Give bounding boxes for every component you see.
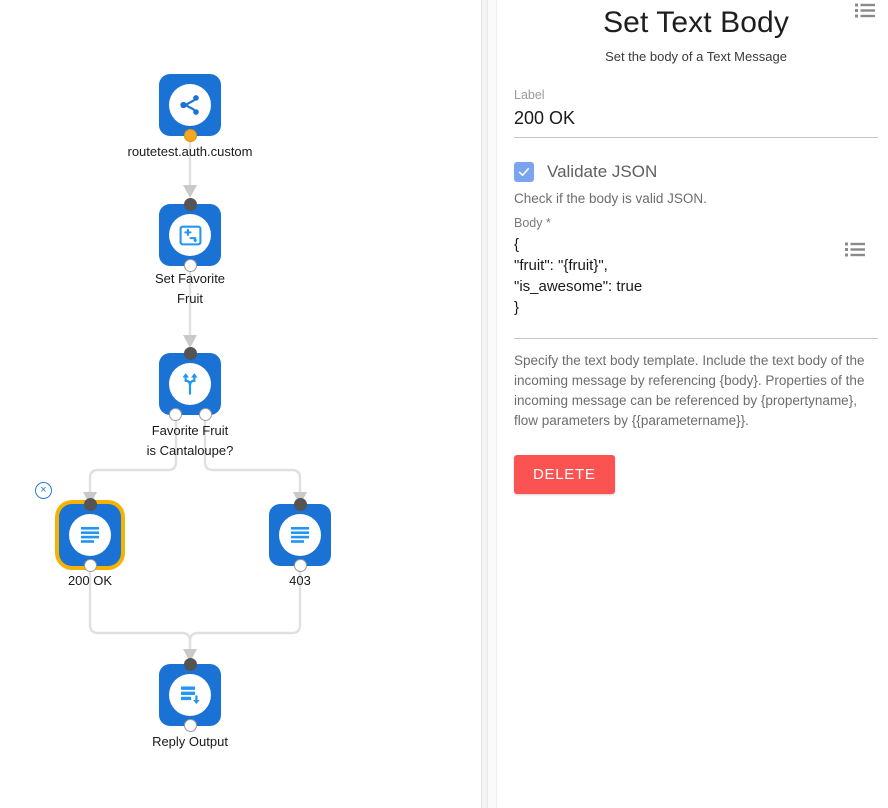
node-output-port[interactable] <box>294 559 307 572</box>
node-body[interactable] <box>59 504 121 566</box>
node-input-port[interactable] <box>294 498 307 511</box>
node-body[interactable] <box>159 664 221 726</box>
node-body[interactable] <box>159 74 221 136</box>
flow-canvas[interactable]: routetest.auth.custom Set Favorite Fruit <box>0 0 481 808</box>
delete-button[interactable]: DELETE <box>514 455 615 494</box>
body-list-icon[interactable] <box>845 242 865 257</box>
body-field-underline <box>514 338 878 339</box>
node-icon-disc <box>169 84 211 126</box>
node-output-port[interactable] <box>184 259 197 272</box>
node-icon-disc <box>69 514 111 556</box>
list-menu-icon <box>845 242 865 257</box>
validate-json-checkbox[interactable] <box>514 162 534 182</box>
node-output-port[interactable] <box>184 719 197 732</box>
node-icon-disc <box>169 674 211 716</box>
validate-json-label: Validate JSON <box>547 162 658 181</box>
node-output-port[interactable] <box>184 129 197 142</box>
page-subtitle: Set the body of a Text Message <box>605 49 787 64</box>
validate-json-row[interactable]: Validate JSON <box>514 3 878 182</box>
node-icon-disc <box>169 214 211 256</box>
node-body[interactable] <box>159 204 221 266</box>
share-nodes-icon <box>180 95 199 115</box>
label-field-underline <box>514 137 878 138</box>
node-favorite-fruit-branch[interactable] <box>159 347 221 421</box>
node-input-port[interactable] <box>184 198 197 211</box>
reply-output-icon <box>181 686 200 704</box>
branch-icon <box>182 373 198 395</box>
body-field-caption: Body * <box>514 216 551 230</box>
label-input[interactable]: 200 OK <box>514 108 576 128</box>
text-body-icon <box>291 527 309 543</box>
properties-panel: Set Text Body Set the body of a Text Mes… <box>498 0 888 808</box>
text-body-icon <box>81 527 99 543</box>
node-200-ok[interactable] <box>59 498 121 572</box>
node-icon-disc <box>169 363 211 405</box>
node-reply-output[interactable] <box>159 658 221 732</box>
close-icon[interactable]: × <box>35 482 52 499</box>
node-body[interactable] <box>269 504 331 566</box>
list-menu-icon <box>855 3 875 18</box>
node-icon-disc <box>279 514 321 556</box>
node-403[interactable] <box>269 498 331 572</box>
flow-connectors <box>83 136 307 662</box>
page-title: Set Text Body <box>603 6 789 39</box>
node-output-port-false[interactable] <box>199 408 212 421</box>
validate-json-hint: Check if the body is valid JSON. <box>514 191 707 206</box>
node-routetest-auth-custom[interactable] <box>159 74 221 142</box>
node-input-port[interactable] <box>184 658 197 671</box>
body-textarea[interactable]: { "fruit": "{fruit}", "is_awesome": true… <box>514 236 643 316</box>
panel-divider <box>481 0 488 808</box>
node-input-port[interactable] <box>184 347 197 360</box>
validate-json-list-icon[interactable] <box>855 3 875 18</box>
body-field-group: Body * { "fruit": "{fruit}", "is_awesome… <box>514 214 878 339</box>
node-output-port[interactable] <box>84 559 97 572</box>
node-body[interactable] <box>159 353 221 415</box>
label-field-group: Label 200 OK <box>514 87 878 138</box>
panel-scrollbar-track[interactable] <box>488 0 497 808</box>
validate-json-group: Validate JSON Check if the body is valid… <box>514 3 878 208</box>
set-property-icon <box>179 225 201 245</box>
node-output-port-true[interactable] <box>169 408 182 421</box>
node-input-port[interactable] <box>84 498 97 511</box>
check-icon <box>518 168 530 176</box>
body-help-text: Specify the text body template. Include … <box>514 353 865 428</box>
label-field-caption: Label <box>514 88 545 102</box>
node-set-favorite-fruit[interactable] <box>159 198 221 272</box>
